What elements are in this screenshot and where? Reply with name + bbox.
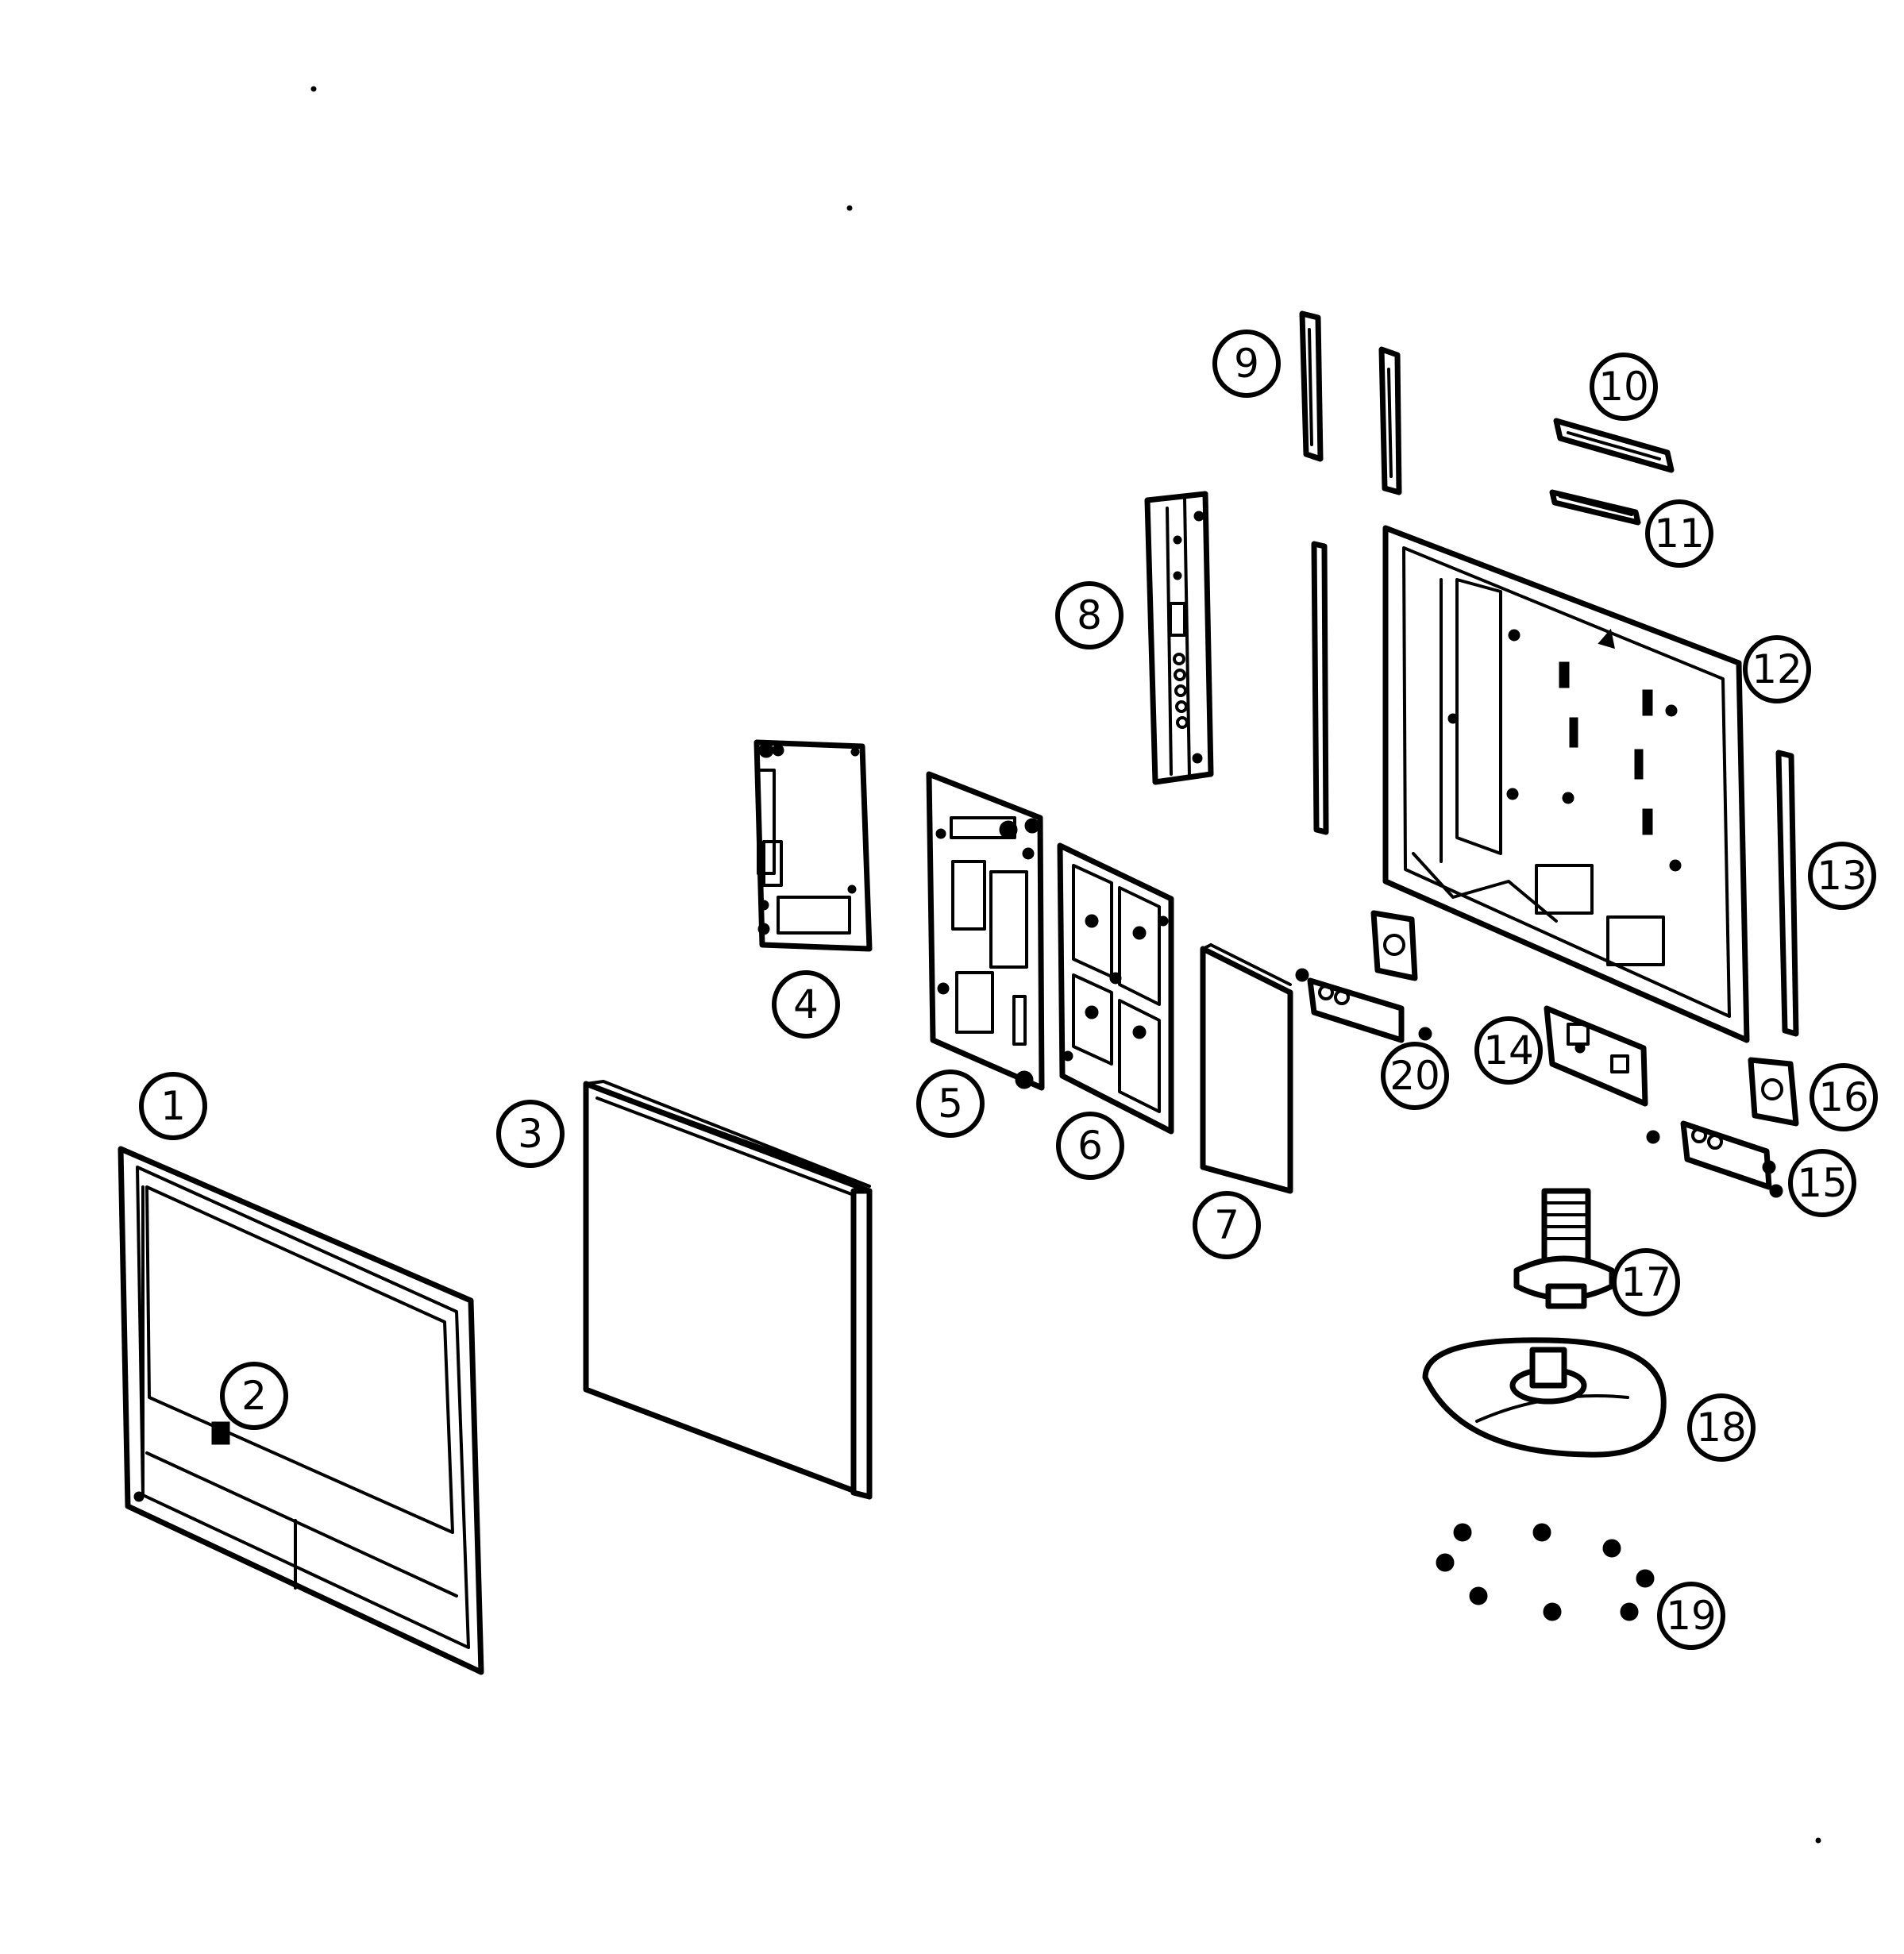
- speck-dot: [310, 86, 317, 92]
- part-inverter-board: [1200, 943, 1293, 1194]
- part-screws: [1436, 1523, 1655, 1621]
- svg-text:13: 13: [1817, 853, 1867, 899]
- part-key-board: [1549, 489, 1641, 526]
- part-bezel-button: [211, 1421, 230, 1445]
- part-hinge-bracket-right: [1748, 1057, 1799, 1127]
- part-av-board: [754, 739, 873, 952]
- part-front-bezel: [118, 1146, 484, 1675]
- callout-19: 19: [1657, 1582, 1725, 1650]
- part-terminal-bracket: [1144, 491, 1214, 785]
- callout-2: 2: [220, 1362, 288, 1430]
- callout-layer: 1 2 3 4 5 6 7 8 9 10 11 12 13 14 15 16 1…: [139, 330, 1878, 1650]
- callout-17: 17: [1612, 1248, 1680, 1316]
- part-main-board: [926, 771, 1045, 1091]
- svg-text:20: 20: [1389, 1053, 1440, 1099]
- callout-13: 13: [1808, 842, 1876, 910]
- part-stand-base: [1422, 1337, 1667, 1458]
- part-bottom-bracket: [1544, 1005, 1648, 1107]
- svg-text:7: 7: [1214, 1202, 1239, 1248]
- svg-text:12: 12: [1752, 646, 1802, 692]
- part-bracket-strips: [1299, 310, 1402, 835]
- part-stand-neck: [1513, 1188, 1615, 1309]
- part-power-board: [1057, 842, 1174, 1135]
- callout-9: 9: [1212, 330, 1281, 398]
- svg-text:14: 14: [1483, 1027, 1534, 1073]
- callout-20: 20: [1381, 1042, 1449, 1110]
- svg-text:19: 19: [1666, 1593, 1717, 1639]
- svg-text:16: 16: [1818, 1074, 1869, 1120]
- callout-1: 1: [139, 1072, 207, 1140]
- svg-text:2: 2: [241, 1373, 267, 1419]
- svg-text:8: 8: [1077, 592, 1102, 638]
- part-hinge-right: [1646, 1120, 1783, 1198]
- svg-text:4: 4: [793, 981, 819, 1027]
- svg-text:17: 17: [1621, 1259, 1671, 1305]
- callout-11: 11: [1645, 499, 1713, 568]
- part-lcd-panel: [583, 1080, 873, 1500]
- svg-text:9: 9: [1234, 341, 1259, 387]
- svg-text:18: 18: [1696, 1405, 1747, 1451]
- part-hinge-left: [1295, 968, 1432, 1043]
- callout-18: 18: [1687, 1393, 1756, 1462]
- callout-15: 15: [1788, 1149, 1856, 1217]
- svg-text:1: 1: [160, 1083, 186, 1129]
- part-hinge-bracket-left: [1370, 910, 1418, 981]
- svg-text:10: 10: [1598, 364, 1649, 410]
- speck-dot: [846, 205, 853, 211]
- svg-text:3: 3: [518, 1111, 543, 1157]
- svg-text:11: 11: [1654, 511, 1705, 557]
- part-top-button-bar: [1553, 418, 1675, 473]
- svg-text:5: 5: [938, 1081, 963, 1127]
- callout-12: 12: [1743, 635, 1811, 703]
- callout-8: 8: [1055, 581, 1124, 649]
- callout-4: 4: [772, 970, 840, 1039]
- svg-text:6: 6: [1077, 1123, 1103, 1169]
- callout-6: 6: [1056, 1112, 1124, 1180]
- callout-16: 16: [1810, 1063, 1878, 1131]
- callout-10: 10: [1590, 353, 1658, 421]
- callout-3: 3: [496, 1100, 565, 1168]
- svg-text:15: 15: [1797, 1160, 1848, 1206]
- callout-7: 7: [1193, 1191, 1261, 1259]
- part-rear-cabinet: [1382, 525, 1750, 1043]
- callout-14: 14: [1474, 1016, 1543, 1085]
- speck-dot: [1815, 1837, 1821, 1844]
- part-side-strip: [1775, 750, 1799, 1037]
- callout-5: 5: [916, 1069, 985, 1138]
